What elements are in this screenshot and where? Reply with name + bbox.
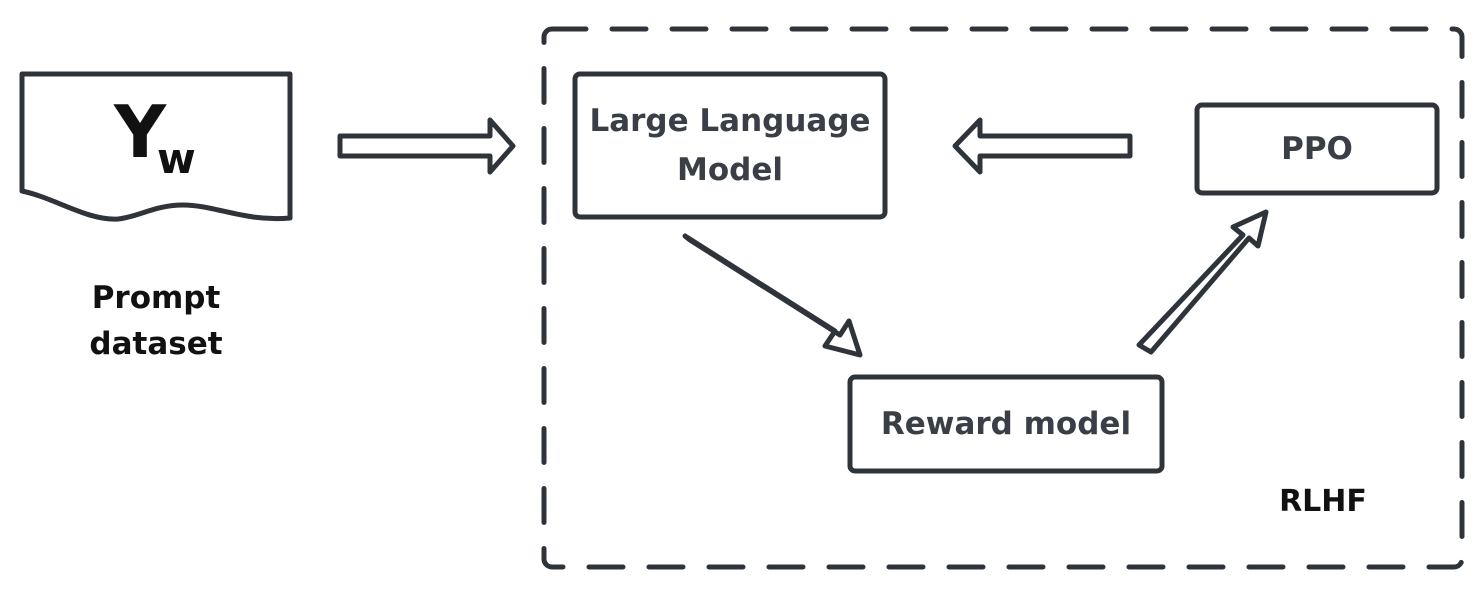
rlhf-group-label: RLHF <box>1279 484 1367 519</box>
llm-label-line-2: Model <box>677 151 783 188</box>
reward-model-label: Reward model <box>850 377 1162 471</box>
ppo-label-text: PPO <box>1281 130 1353 167</box>
arrow-llm-to-reward-model <box>682 233 863 358</box>
llm-box <box>572 71 888 220</box>
arrow-reward-model-to-ppo <box>1136 209 1269 355</box>
llm-label: Large Language Model <box>575 74 885 217</box>
prompt-dataset-symbol-subscript: w <box>157 134 196 183</box>
ppo-label: PPO <box>1197 105 1437 193</box>
prompt-dataset-label-line-2: dataset <box>89 325 223 362</box>
prompt-dataset-symbol-main: Y <box>114 90 167 174</box>
prompt-dataset-document-shape <box>19 71 293 222</box>
ppo-box <box>1194 102 1440 196</box>
reward-model-label-text: Reward model <box>880 405 1132 442</box>
arrow-ppo-to-llm <box>952 117 1133 175</box>
prompt-dataset-label-line-1: Prompt <box>91 280 221 316</box>
prompt-dataset-label: Prompt dataset <box>40 276 272 368</box>
reward-model-box <box>847 374 1165 474</box>
llm-label-line-1: Large Language <box>589 103 871 140</box>
arrow-dataset-to-llm <box>337 117 516 175</box>
rlhf-group-boundary <box>541 26 1465 570</box>
prompt-dataset-symbol: Y w <box>56 90 256 188</box>
